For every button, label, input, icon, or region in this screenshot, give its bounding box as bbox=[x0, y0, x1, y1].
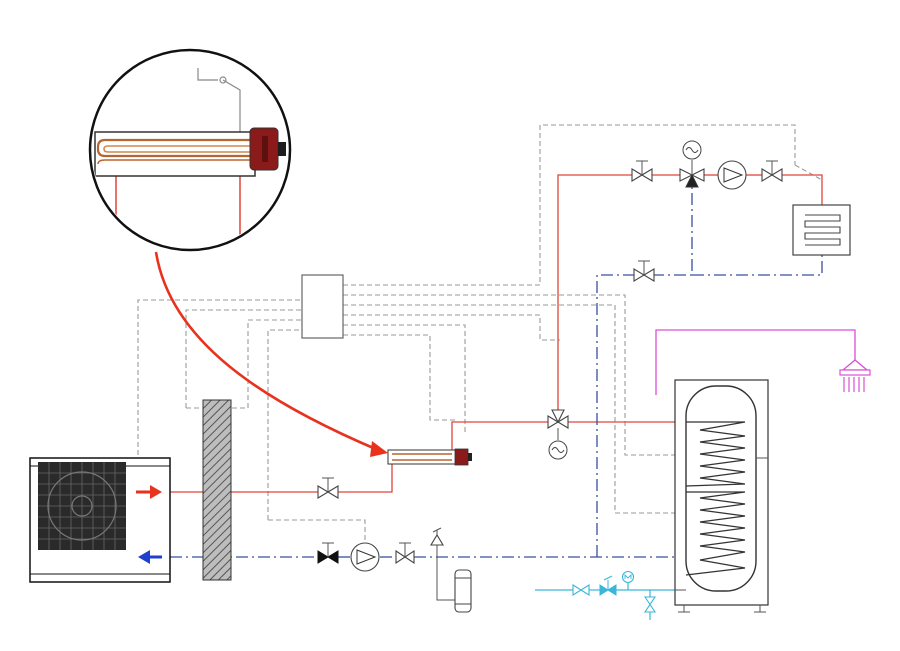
radiator-underfloor-heating bbox=[792, 204, 851, 256]
immersion-heater bbox=[387, 448, 472, 466]
immersion-heater-cap bbox=[454, 448, 469, 466]
cold-water-drain-valve bbox=[643, 596, 657, 613]
return-in-arrow-icon bbox=[138, 550, 162, 564]
hot-water-cylinder bbox=[674, 379, 769, 613]
upper-coil bbox=[685, 421, 746, 487]
heating-circuit-mixing-valve bbox=[679, 140, 705, 188]
control-wiring bbox=[137, 124, 823, 540]
return-pipes bbox=[170, 185, 823, 558]
cold-water-shutoff-valve bbox=[572, 584, 590, 596]
three-way-diverter-valve bbox=[547, 409, 569, 460]
shutoff-valve-return bbox=[395, 542, 415, 565]
expansion-vessel bbox=[436, 557, 472, 613]
flow-pipes bbox=[170, 174, 823, 493]
shutoff-valve-flow bbox=[317, 477, 339, 499]
zoom-callout-arrow bbox=[154, 251, 388, 457]
circulation-pump-return bbox=[350, 542, 380, 572]
controller-box bbox=[301, 274, 344, 339]
hot-water-pipe bbox=[655, 329, 856, 395]
wall-section bbox=[202, 399, 232, 581]
shutoff-valve-return-solid bbox=[317, 542, 339, 564]
shutoff-valve-heating-flow bbox=[631, 160, 653, 182]
immersion-heater-zoom bbox=[88, 48, 292, 252]
fan-icon bbox=[47, 471, 117, 541]
shutoff-valve-heating-pump bbox=[761, 160, 783, 182]
cold-water-safety-group bbox=[599, 575, 617, 596]
shower-head bbox=[839, 359, 871, 392]
shutoff-valve-heating-return bbox=[633, 260, 655, 282]
flow-out-arrow-icon bbox=[136, 485, 162, 499]
safety-valve bbox=[430, 527, 444, 557]
cold-water-meter-icon bbox=[621, 570, 635, 584]
circulation-pump-heating bbox=[717, 160, 747, 190]
lower-coil bbox=[685, 491, 746, 576]
